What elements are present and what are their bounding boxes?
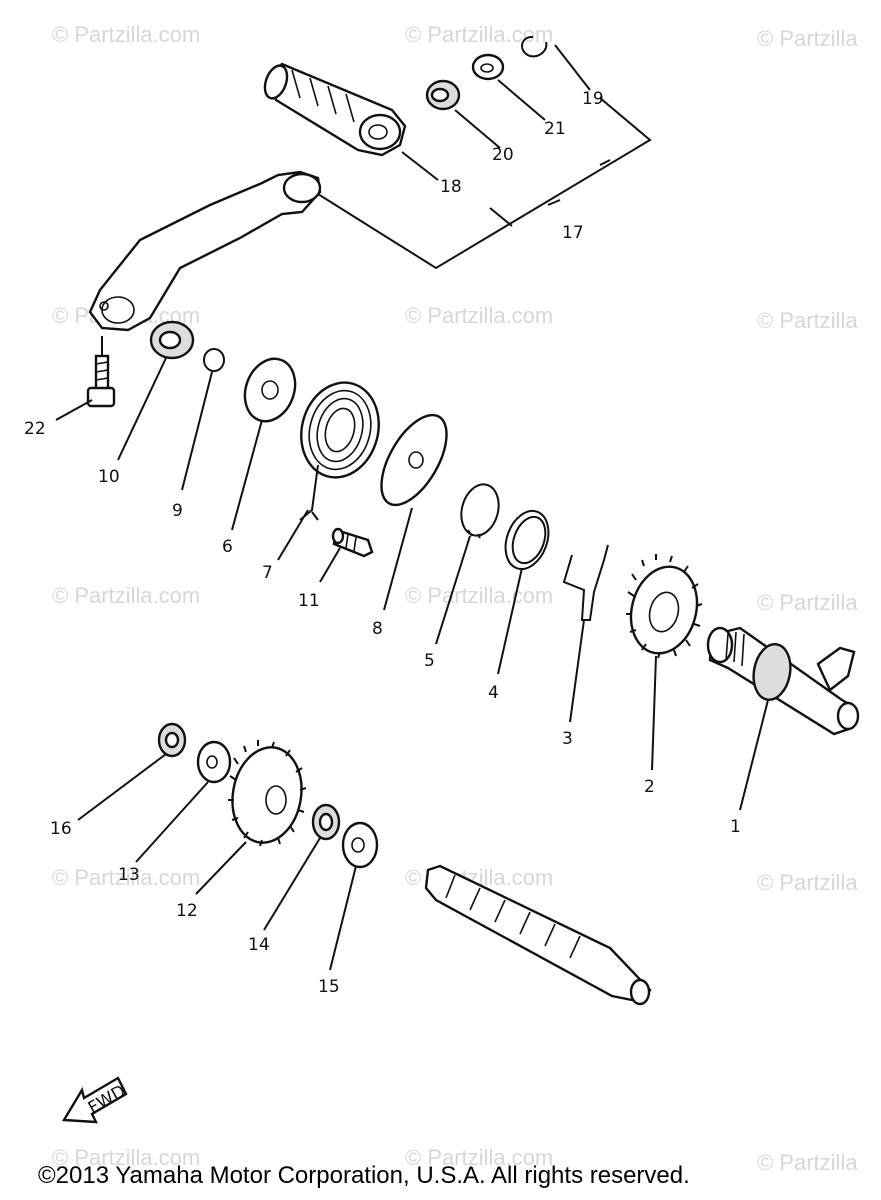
washer-15-part[interactable] [341,821,379,869]
callout-2: 2 [644,777,655,797]
callout-7: 7 [262,563,273,583]
leader-lines [55,44,769,971]
callout-15: 15 [318,977,340,997]
callout-21: 21 [544,119,566,139]
watermark: © Partzilla.com [405,1145,554,1170]
watermark: © Partzilla [757,590,858,615]
watermark: © Partzilla [757,1150,858,1175]
washer-21-part[interactable] [471,53,505,81]
circlip-19-part[interactable] [521,35,548,58]
copyright-notice: ©2013 Yamaha Motor Corporation, U.S.A. A… [38,1162,690,1189]
callout-18: 18 [440,177,462,197]
callout-1: 1 [730,817,741,837]
circlip-9-part[interactable] [203,348,225,372]
washer-8-part[interactable] [368,405,460,516]
watermark: © Partzilla.com [405,22,554,47]
watermark: © Partzilla.com [52,22,201,47]
watermark: © Partzilla.com [52,1145,201,1170]
idle-gear-part[interactable] [225,740,309,848]
callout-numbers: 19 21 20 18 17 22 10 9 6 7 11 8 5 4 3 2 … [24,89,741,997]
callout-16: 16 [50,819,72,839]
forward-arrow-icon: FWD [61,1076,129,1124]
callout-10: 10 [98,467,120,487]
main-shaft-part [424,864,652,1006]
clip-3-part[interactable] [562,544,609,621]
callout-17: 17 [562,223,584,243]
watermark: © Partzilla.com [405,583,554,608]
callout-9: 9 [172,501,183,521]
oil-seal-part[interactable] [425,79,461,111]
watermark: © Partzilla [757,308,858,333]
circlip-16-part[interactable] [157,722,187,758]
watermark: © Partzilla.com [52,583,201,608]
guide-pin-part[interactable] [331,527,374,558]
watermark: © Partzilla.com [405,303,554,328]
circlip-5-part[interactable] [456,480,504,540]
callout-5: 5 [424,651,435,671]
washer-14-part[interactable] [311,803,341,841]
washer-4-part[interactable] [498,505,556,575]
watermark: © Partzilla [757,26,858,51]
callout-11: 11 [298,591,320,611]
watermark: © Partzilla [757,870,858,895]
callout-4: 4 [488,683,499,703]
kick-crank-arm-part[interactable] [88,170,322,332]
callout-12: 12 [176,901,198,921]
callout-20: 20 [492,145,514,165]
callout-19: 19 [582,89,604,109]
washer-13-part[interactable] [196,740,232,784]
kick-crank-boss-part[interactable] [261,62,407,157]
kick-axle-part[interactable] [706,626,860,736]
torsion-spring-part[interactable] [291,374,389,521]
spring-cover-part[interactable] [237,352,304,429]
callout-14: 14 [248,935,270,955]
callout-22: 22 [24,419,46,439]
bolt-22-part[interactable] [86,354,116,408]
oil-seal-10-part[interactable] [149,320,195,360]
watermark: © Partzilla.com [52,865,201,890]
kick-gear-part[interactable] [622,554,707,661]
callout-3: 3 [562,729,573,749]
callout-13: 13 [118,865,140,885]
callout-6: 6 [222,537,233,557]
callout-8: 8 [372,619,383,639]
